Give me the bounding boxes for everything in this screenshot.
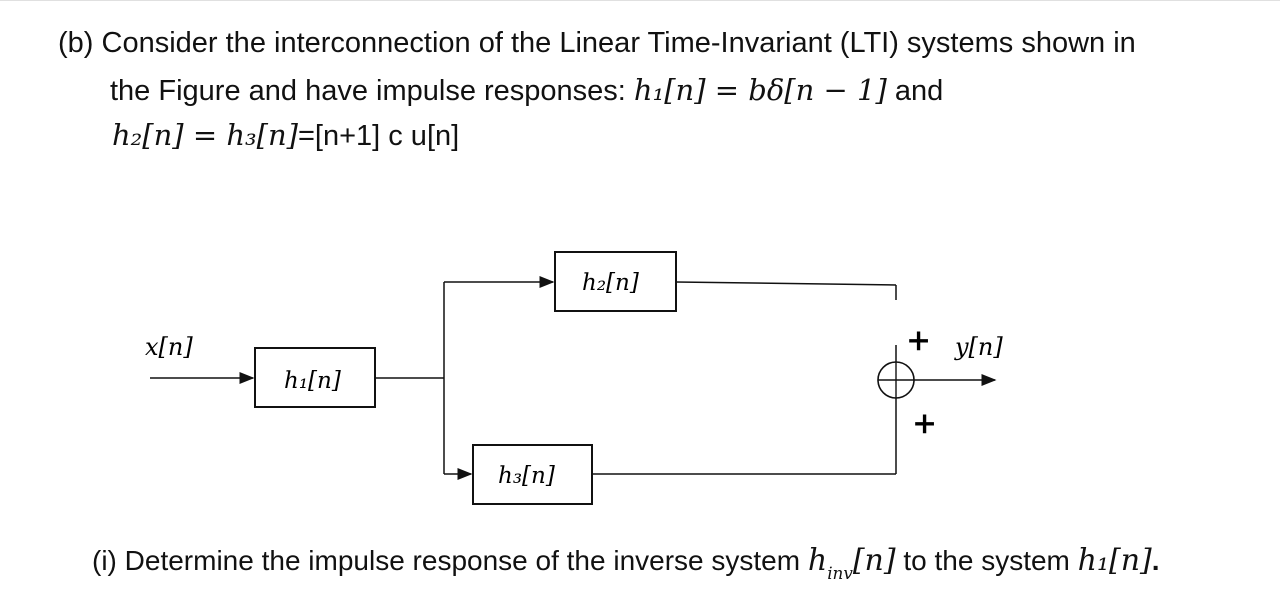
problem-i-line: (i) Determine the impulse response of th…	[92, 543, 1160, 582]
block-h1-label: h₁[n]	[284, 368, 341, 394]
output-label: y[n]	[954, 333, 1003, 361]
h1-definition: h₁[n] = bδ[n − 1]	[633, 73, 887, 107]
and-word: and	[894, 75, 944, 107]
hinv-sub: inv	[827, 563, 853, 584]
block-h2-label: h₂[n]	[582, 270, 639, 296]
sum-sign-bottom: +	[912, 406, 937, 441]
final-period: .	[1151, 545, 1160, 576]
part-b-text-1: Consider the interconnection of the Line…	[101, 27, 1136, 59]
problem-b-line-1: (b) Consider the interconnection of the …	[58, 26, 1136, 60]
hinv-main: h	[807, 543, 828, 578]
sum-sign-top: +	[906, 323, 931, 358]
block-h1	[254, 347, 376, 408]
h2-output-line	[675, 281, 897, 286]
hinv-arg: [n]	[852, 543, 896, 578]
part-b-text-2: the Figure and have impulse responses:	[110, 75, 626, 107]
to-system-text: to the system	[903, 545, 1070, 576]
input-label: x[n]	[145, 333, 193, 361]
part-i-text: Determine the impulse response of the in…	[124, 545, 801, 576]
block-h3-label: h₃[n]	[498, 463, 555, 489]
problem-b-line-3: h₂[n] = h₃[n]=[n+1] c u[n]	[112, 118, 459, 153]
h1-target: h₁[n]	[1077, 543, 1152, 578]
part-i-label: (i)	[92, 545, 117, 576]
problem-b-line-2: the Figure and have impulse responses: h…	[110, 73, 943, 108]
block-h3	[472, 444, 593, 505]
clipped-previous-line	[0, 0, 1280, 6]
part-b-label: (b)	[58, 27, 94, 59]
block-h2	[554, 251, 677, 312]
h2-h3-definition: h₂[n] = h₃[n]	[112, 118, 298, 152]
h2-h3-definition-rest: =[n+1] c u[n]	[297, 120, 460, 152]
